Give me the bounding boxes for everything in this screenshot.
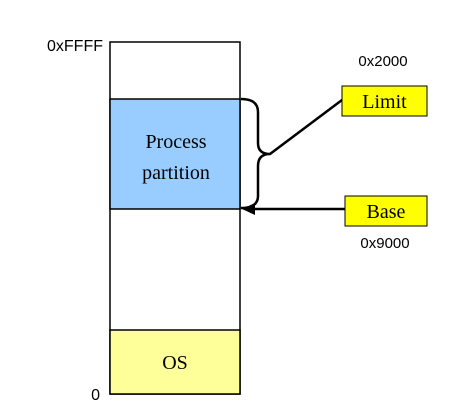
process-partition (109, 98, 241, 210)
os-region (109, 329, 241, 395)
limit-connector (269, 99, 343, 155)
limit-value: 0x2000 (358, 53, 407, 70)
process-label-line2: partition (142, 162, 210, 184)
top-address-label: 0xFFFF (47, 38, 103, 55)
limit-label: Limit (362, 91, 407, 113)
os-label: OS (162, 352, 188, 374)
base-value: 0x9000 (360, 235, 409, 252)
base-arrowhead (242, 203, 255, 215)
limit-box (341, 85, 428, 117)
limit-brace (240, 97, 272, 210)
bottom-address-label: 0 (91, 387, 100, 404)
process-label-line1: Process (145, 131, 206, 153)
base-label: Base (367, 201, 406, 223)
base-box (344, 195, 428, 227)
